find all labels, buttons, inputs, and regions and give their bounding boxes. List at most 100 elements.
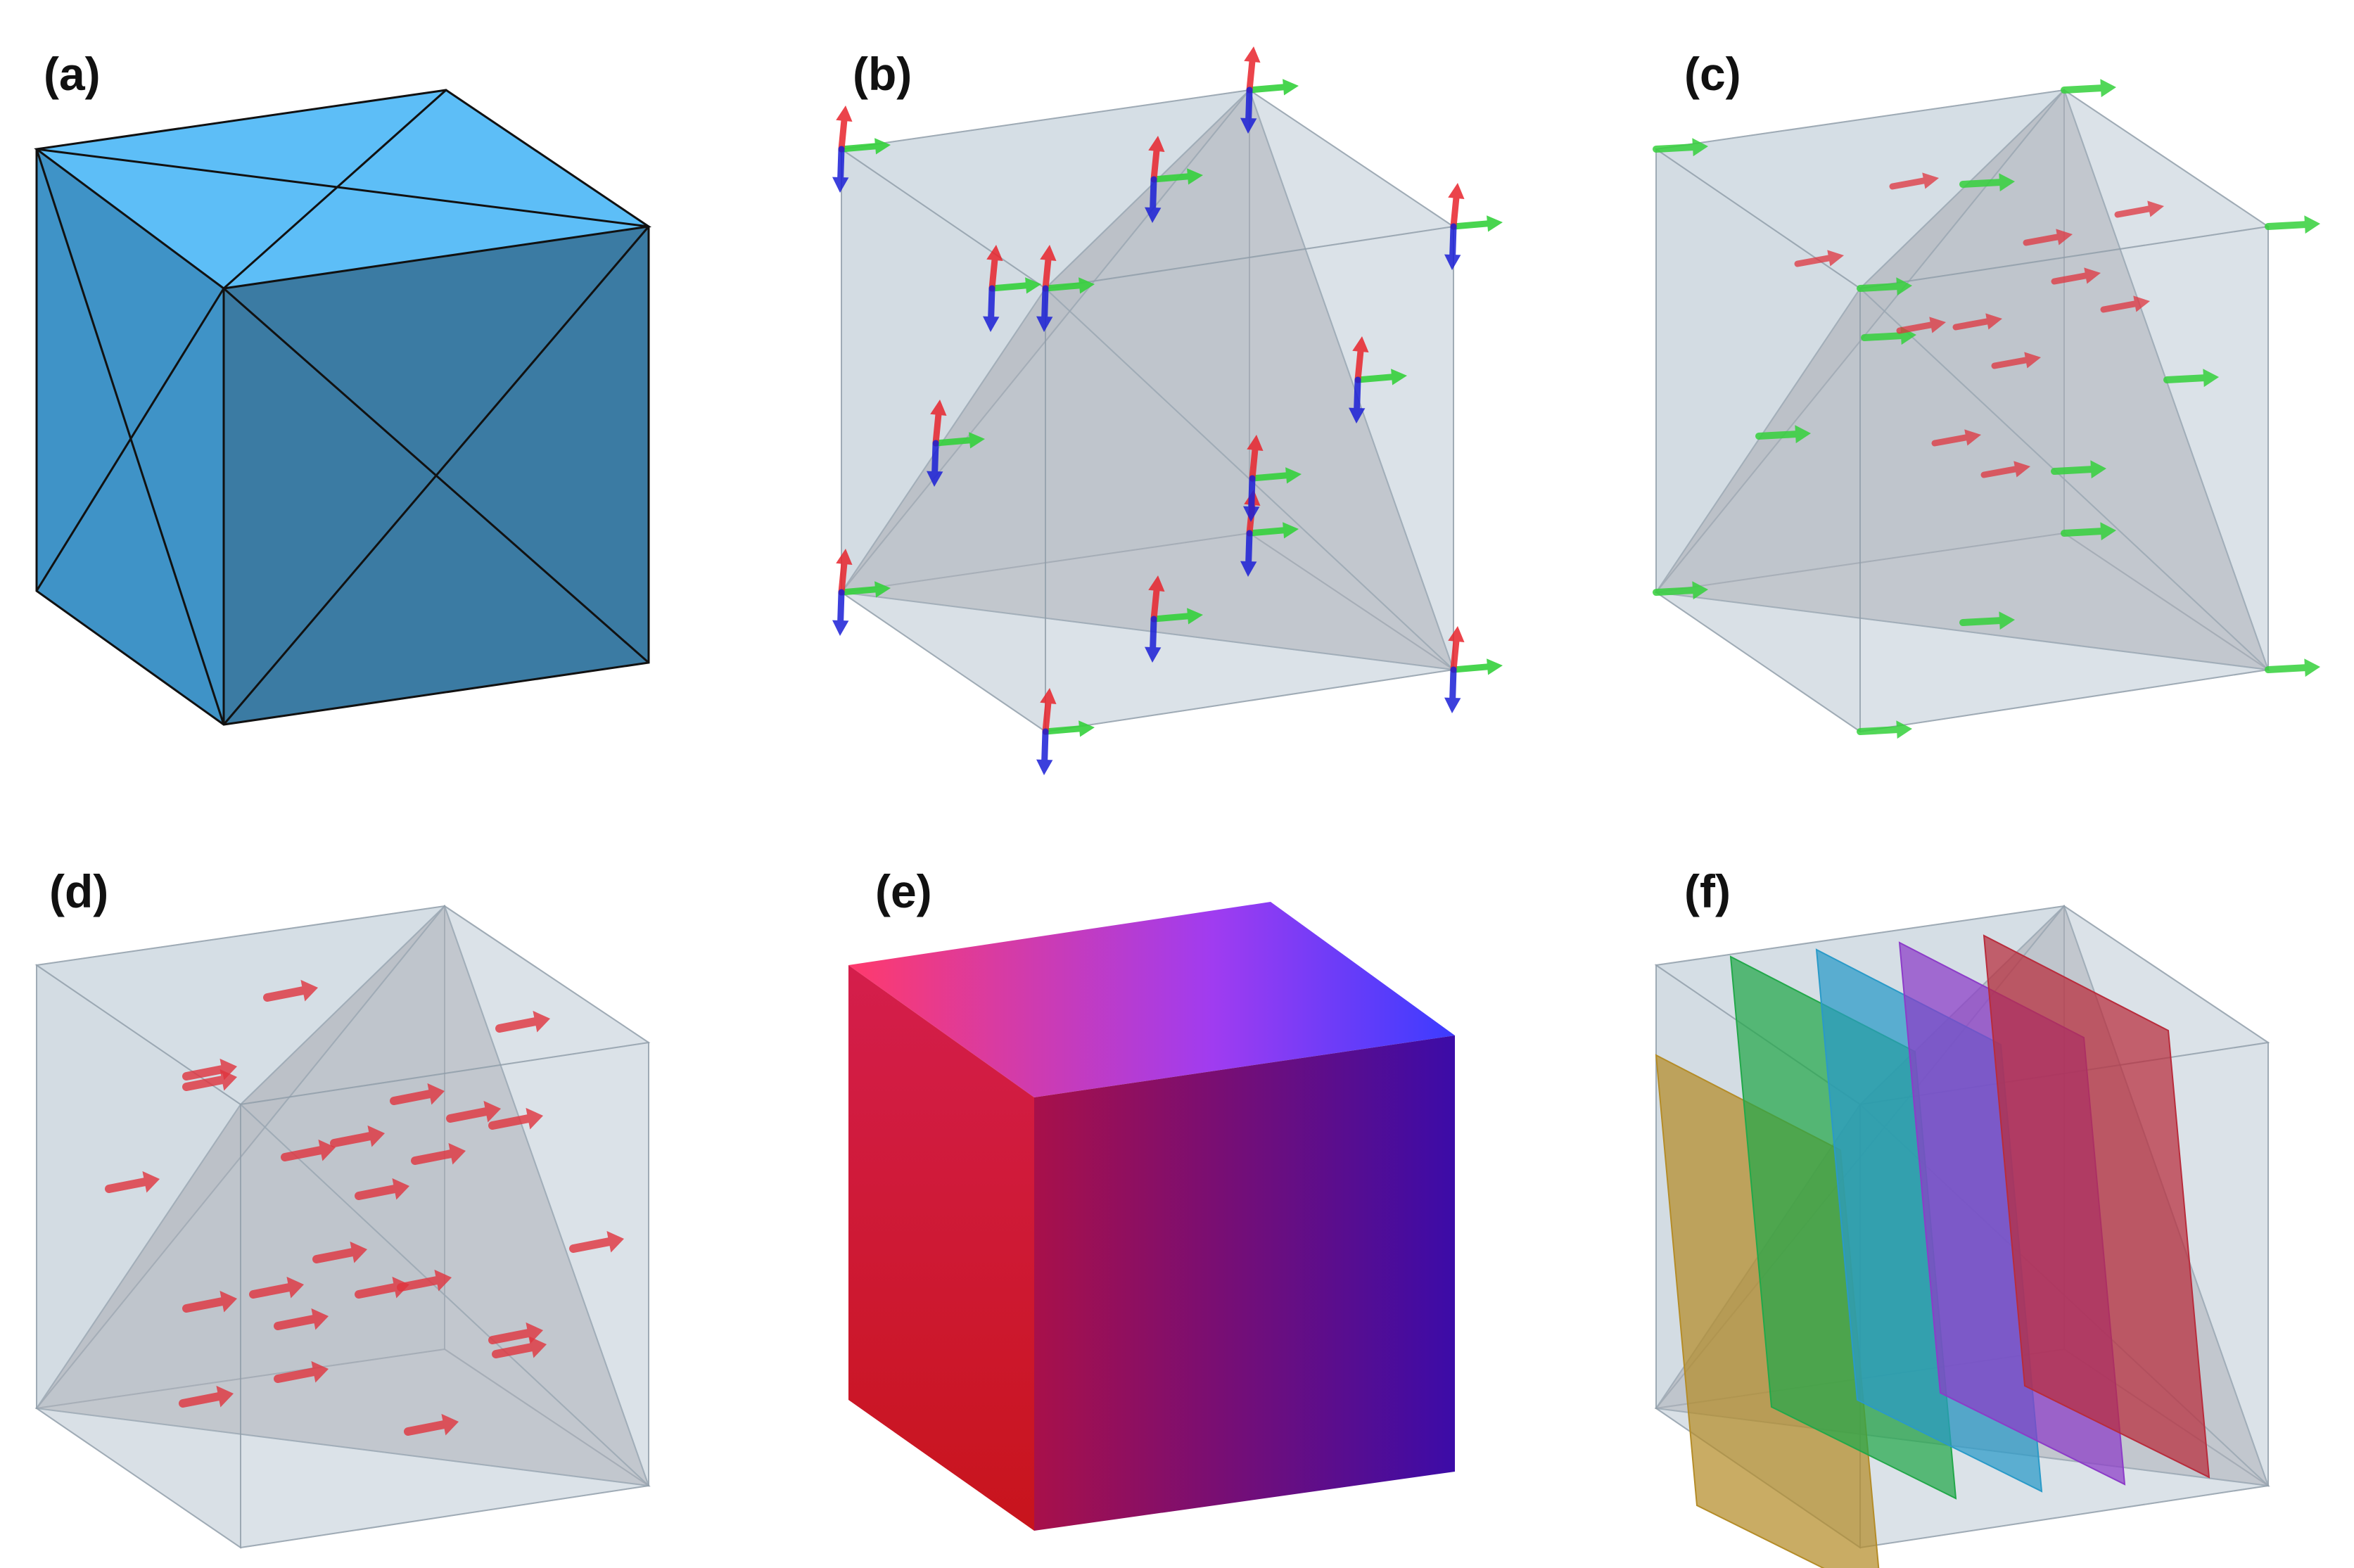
y-axis-arrow [1150, 168, 1203, 185]
x-axis-arrow [930, 400, 947, 447]
cell-arrow [1980, 461, 2030, 478]
frame-arrows [832, 46, 1503, 775]
z-axis-arrow [1240, 530, 1257, 577]
cell-arrow [312, 1241, 367, 1263]
cube-edges [34, 89, 652, 726]
panel-b: (b) [832, 46, 1503, 775]
cell-arrow [495, 1010, 550, 1033]
y-axis-arrow [1450, 215, 1503, 232]
cell-arrow [263, 979, 318, 1002]
cell-arrow [492, 1336, 547, 1358]
vertex-arrow [1653, 138, 1708, 157]
vertex-arrow [2163, 369, 2219, 388]
z-axis-arrow [927, 440, 943, 487]
cell-arrow [1794, 250, 1844, 267]
x-axis-arrow [1148, 136, 1165, 183]
z-axis-arrow [983, 285, 1000, 332]
panel-a: (a) [34, 48, 652, 726]
y-axis-arrow [1042, 720, 1095, 737]
gradient-front-face [1034, 1035, 1455, 1531]
vertex-arrow [2051, 460, 2106, 479]
cell-arrow [1931, 429, 1981, 447]
y-axis-arrow [1249, 467, 1302, 484]
y-axis-arrow [838, 138, 891, 155]
z-axis-arrow [1444, 666, 1461, 713]
x-axis-arrow [986, 245, 1003, 292]
vertex-arrow [2061, 79, 2116, 98]
x-axis-arrow [1247, 435, 1264, 482]
cell-arrow [397, 1269, 452, 1292]
y-axis-arrow [1450, 658, 1503, 675]
inner-tetra-face [1655, 287, 2270, 671]
cell-arrows [105, 979, 624, 1436]
cell-arrow [2051, 267, 2101, 285]
panel-a-label: (a) [44, 48, 101, 100]
vertex-arrow [2061, 522, 2116, 541]
slicing-planes [1655, 934, 2210, 1568]
cell-arrow [2023, 229, 2073, 246]
cell-arrow [182, 1069, 237, 1091]
x-axis-arrow [1448, 183, 1465, 230]
cell-arrow [411, 1142, 466, 1165]
x-axis-arrow [1352, 336, 1369, 383]
cell-arrow [274, 1360, 329, 1383]
x-axis-arrow [1148, 575, 1165, 623]
cell-arrow [569, 1230, 624, 1253]
z-axis-arrow [832, 589, 849, 636]
gradient-top-face [848, 902, 1455, 1097]
cube-top-face [37, 90, 649, 288]
cell-arrow [330, 1125, 385, 1147]
vertex-arrow [1959, 173, 2015, 192]
vertex-arrow [1857, 720, 1912, 739]
panel-d-label: (d) [49, 865, 108, 917]
cell-arrow [488, 1107, 543, 1130]
z-axis-arrow [1036, 285, 1053, 332]
cell-arrow [2100, 295, 2150, 313]
cell-arrow [1889, 172, 1939, 190]
y-axis-arrow [1150, 608, 1203, 625]
gradient-cube [848, 902, 1455, 1531]
cell-arrow [446, 1100, 501, 1123]
z-axis-arrow [1349, 376, 1366, 423]
vertex-arrow [1653, 581, 1708, 600]
z-axis-arrow [1240, 87, 1257, 134]
x-axis-arrow [836, 106, 853, 153]
cube-front-face [1859, 225, 2269, 733]
cell-arrow [281, 1139, 336, 1161]
z-axis-arrow [1243, 475, 1260, 522]
y-axis-arrow [838, 581, 891, 598]
cell-arrow [182, 1290, 237, 1313]
translucent-cube [34, 904, 651, 1549]
y-axis-arrow [1246, 522, 1299, 539]
vertex-arrow [1857, 277, 1912, 296]
cell-arrow [274, 1308, 329, 1330]
panel-e: (e) [848, 865, 1455, 1531]
x-axis-arrow [1244, 46, 1261, 94]
cell-arrow [1991, 352, 2041, 369]
inner-tetra-face [35, 1103, 651, 1487]
panel-e-label: (e) [875, 865, 932, 917]
z-axis-arrow [1444, 223, 1461, 270]
vertex-arrow [2265, 215, 2320, 234]
panel-d: (d) [34, 865, 651, 1549]
cell-arrow [1896, 317, 1946, 334]
cell-arrow [2114, 200, 2164, 218]
panel-c: (c) [1653, 48, 2320, 739]
cube-front-face [240, 1041, 649, 1549]
y-axis-arrow [1246, 79, 1299, 96]
vertex-arrow [1959, 611, 2015, 630]
cell-arrow [390, 1083, 445, 1105]
x-axis-arrow [1040, 245, 1057, 292]
vertex-arrow [1755, 425, 1811, 444]
translucent-cube [839, 88, 1456, 733]
cell-arrow [249, 1276, 304, 1299]
x-axis-arrow [1040, 688, 1057, 735]
z-axis-arrow [832, 146, 849, 193]
cell-arrow [105, 1171, 160, 1193]
z-axis-arrow [1145, 616, 1162, 663]
cell-arrow [404, 1413, 459, 1436]
vector-arrows [1653, 79, 2320, 739]
cell-arrow [1952, 313, 2002, 331]
z-axis-arrow [1145, 176, 1162, 223]
